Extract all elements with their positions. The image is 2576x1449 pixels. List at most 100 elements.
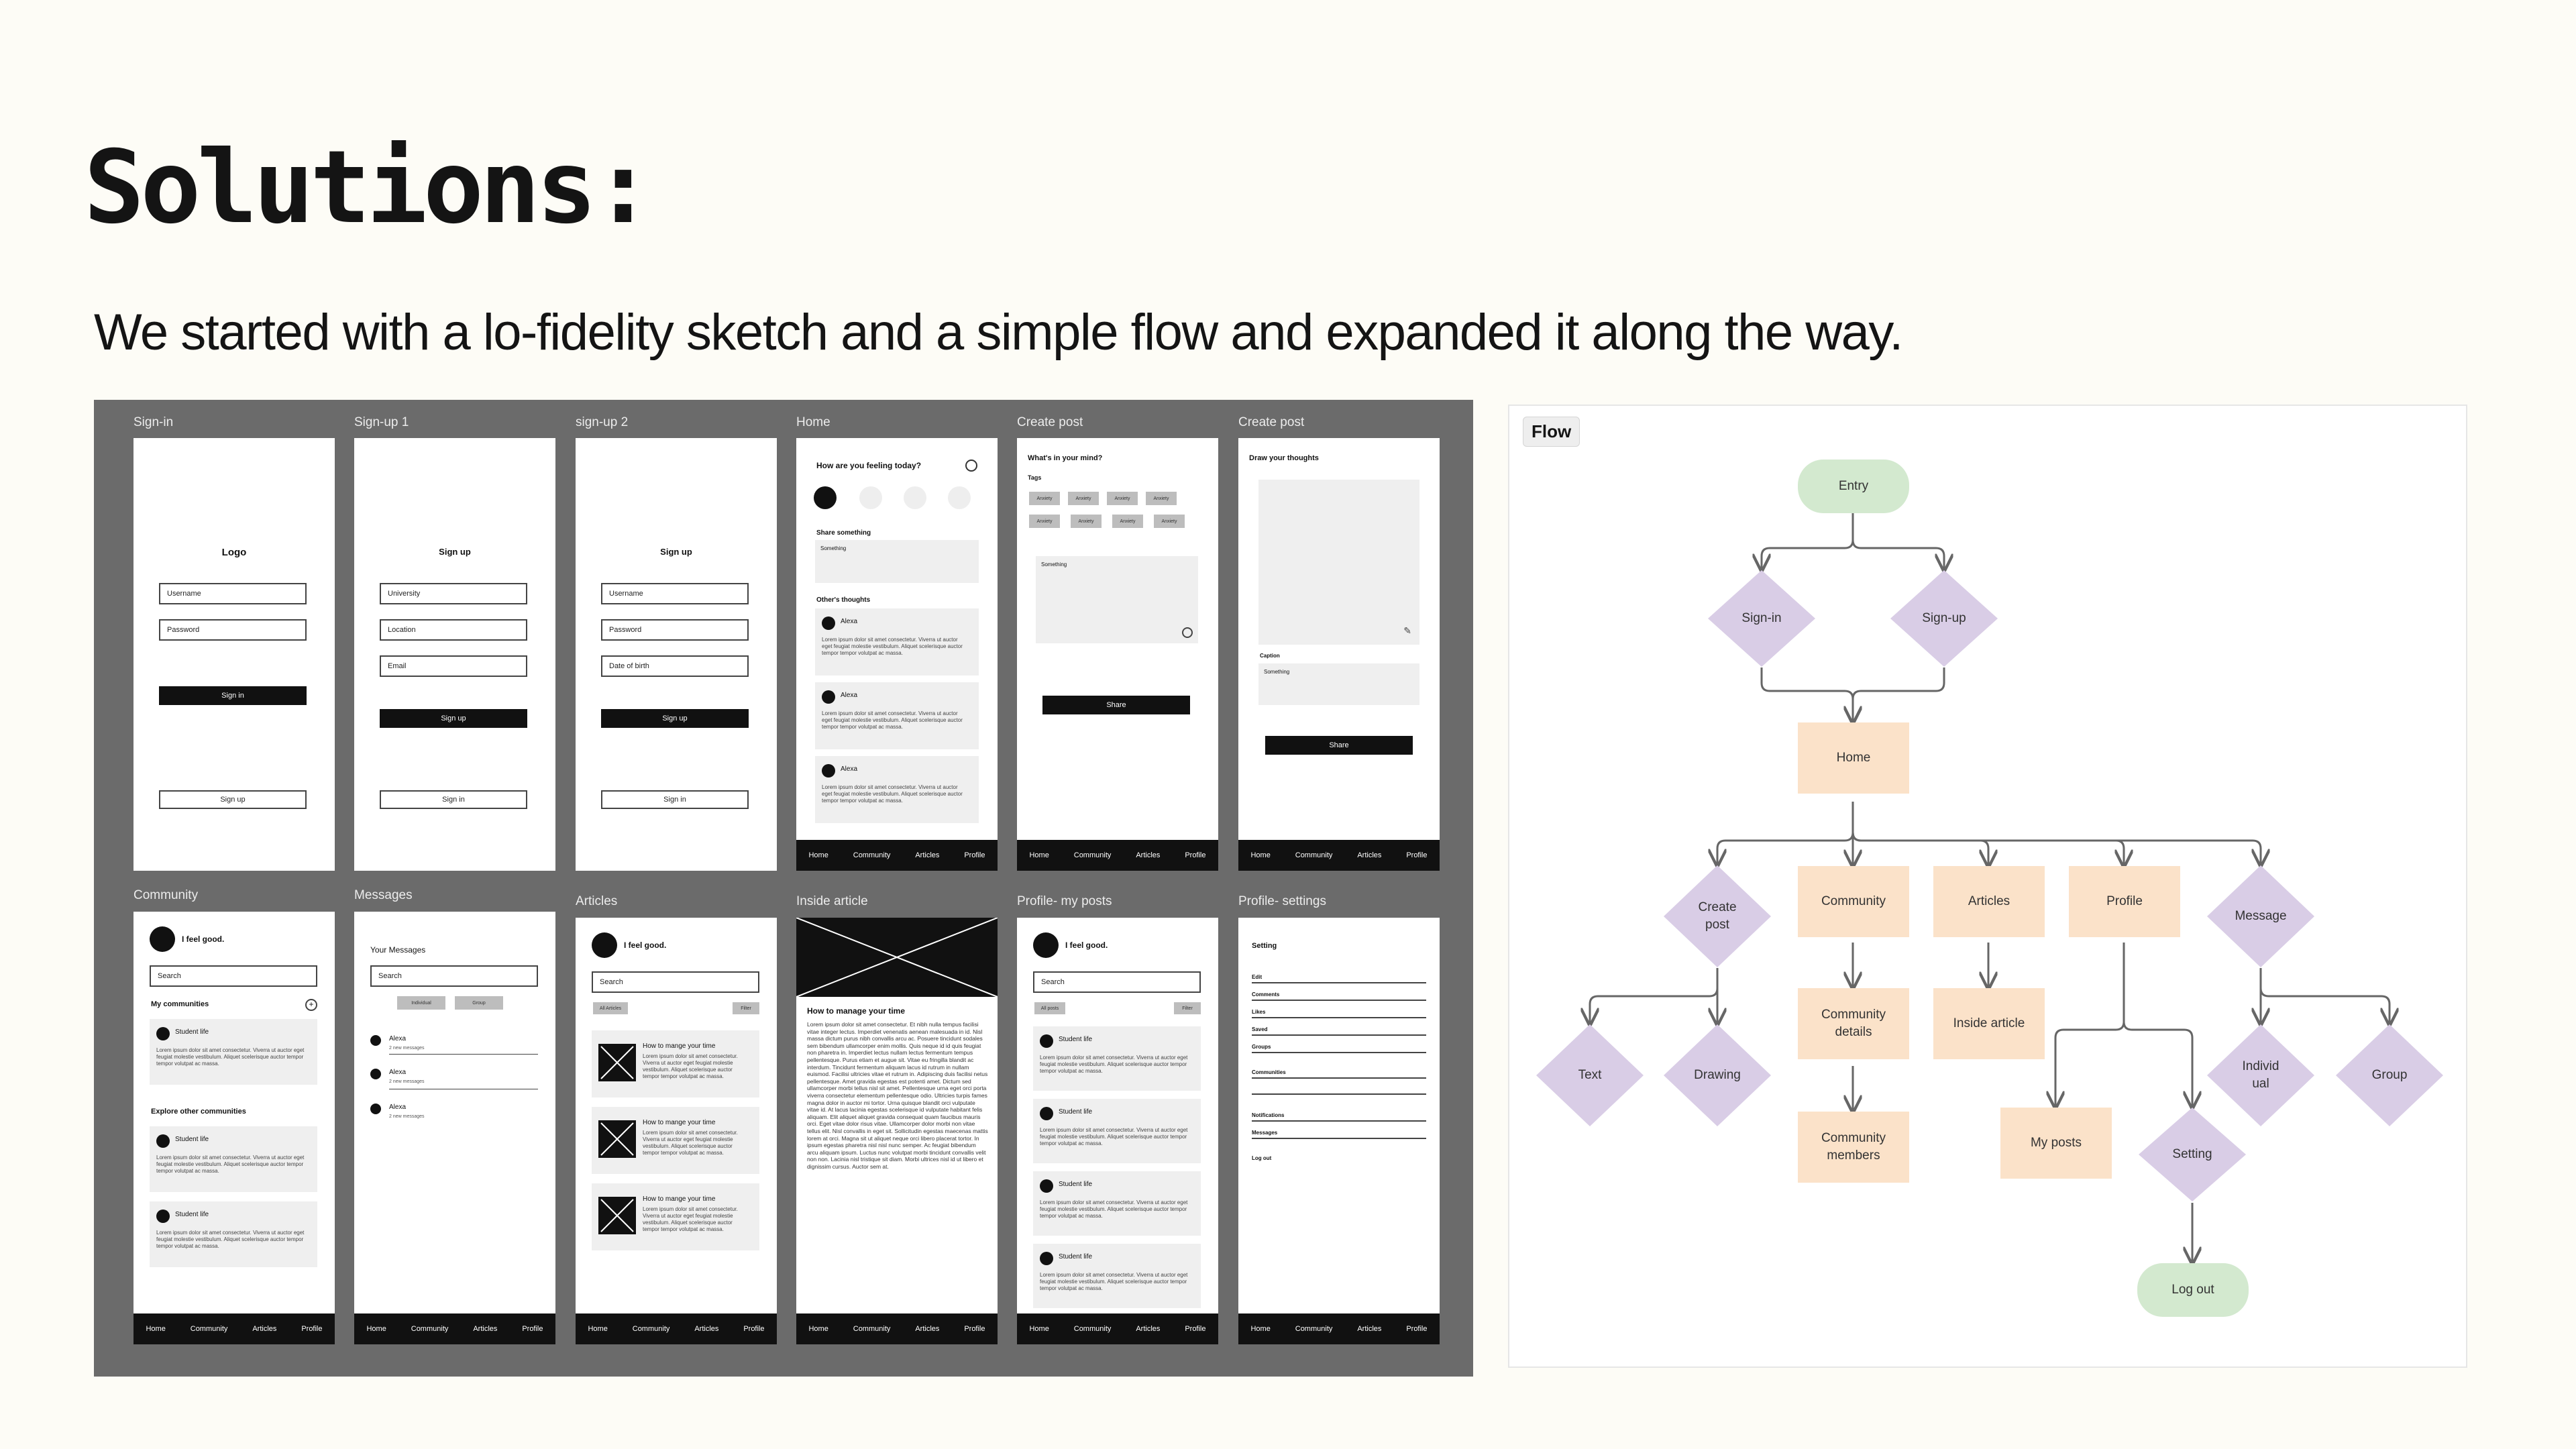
mood-neutral-icon[interactable] [859,486,882,509]
nav-community[interactable]: Community [1073,1325,1112,1333]
nav-articles[interactable]: Articles [1136,1325,1161,1333]
password-field[interactable]: Password [601,619,749,641]
nav-home[interactable]: Home [366,1325,386,1333]
all-articles-chip[interactable]: All Articles [593,1002,628,1014]
tag-chip[interactable]: Anxiety [1029,492,1060,505]
nav-home[interactable]: Home [1029,1325,1049,1333]
tag-chip[interactable]: Anxiety [1029,515,1060,528]
nav-community[interactable]: Community [853,851,891,859]
article-card[interactable]: How to mange your time Lorem ipsum dolor… [592,1183,759,1250]
nav-community[interactable]: Community [1295,1325,1333,1333]
drawing-canvas[interactable]: ✎ [1258,480,1419,645]
mood-angry-icon[interactable] [948,486,971,509]
nav-articles[interactable]: Articles [252,1325,277,1333]
post-card[interactable]: Student life Lorem ipsum dolor sit amet … [1033,1244,1201,1308]
signin-button[interactable]: Sign in [380,790,527,809]
signin-button[interactable]: Sign in [601,790,749,809]
settings-communities[interactable]: Communities [1252,1069,1286,1075]
thought-card[interactable]: Alexa Lorem ipsum dolor sit amet consect… [815,608,979,676]
caption-input[interactable]: Something [1258,663,1419,705]
settings-messages[interactable]: Messages [1252,1130,1278,1136]
tag-chip[interactable]: Anxiety [1146,492,1177,505]
filter-button[interactable]: Filter [1174,1002,1201,1014]
location-field[interactable]: Location [380,619,527,641]
nav-home[interactable]: Home [588,1325,608,1333]
nav-articles[interactable]: Articles [915,1325,940,1333]
nav-home[interactable]: Home [808,1325,828,1333]
nav-profile[interactable]: Profile [743,1325,765,1333]
nav-articles[interactable]: Articles [1357,1325,1382,1333]
nav-articles[interactable]: Articles [915,851,940,859]
tag-chip[interactable]: Anxiety [1107,492,1138,505]
settings-likes[interactable]: Likes [1252,1009,1266,1015]
nav-profile[interactable]: Profile [1406,1325,1428,1333]
tag-chip[interactable]: Anxiety [1068,492,1099,505]
thought-card[interactable]: Alexa Lorem ipsum dolor sit amet consect… [815,682,979,749]
post-textarea[interactable]: Something [1036,556,1198,643]
add-icon[interactable]: + [305,999,317,1011]
university-field[interactable]: University [380,583,527,604]
nav-profile[interactable]: Profile [522,1325,543,1333]
nav-profile[interactable]: Profile [964,851,985,859]
nav-articles[interactable]: Articles [1136,851,1161,859]
nav-profile[interactable]: Profile [1185,1325,1206,1333]
nav-community[interactable]: Community [853,1325,891,1333]
tag-chip[interactable]: Anxiety [1112,515,1143,528]
share-input[interactable]: Something [815,540,979,583]
nav-community[interactable]: Community [1295,851,1333,859]
nav-home[interactable]: Home [1250,851,1271,859]
pencil-icon[interactable]: ✎ [1403,625,1411,636]
mood-sad-icon[interactable] [904,486,926,509]
settings-notifications[interactable]: Notifications [1252,1112,1285,1118]
email-field[interactable]: Email [380,655,527,677]
signup-button[interactable]: Sign up [159,790,307,809]
search-input[interactable]: Search [370,965,538,987]
community-card[interactable]: Student life Lorem ipsum dolor sit amet … [150,1201,317,1267]
settings-saved[interactable]: Saved [1252,1026,1268,1032]
search-input[interactable]: Search [592,971,759,993]
post-card[interactable]: Student life Lorem ipsum dolor sit amet … [1033,1026,1201,1091]
nav-home[interactable]: Home [1029,851,1049,859]
nav-articles[interactable]: Articles [1357,851,1382,859]
tag-chip[interactable]: Anxiety [1154,515,1185,528]
post-card[interactable]: Student life Lorem ipsum dolor sit amet … [1033,1099,1201,1163]
nav-profile[interactable]: Profile [301,1325,323,1333]
password-field[interactable]: Password [159,619,307,641]
nav-profile[interactable]: Profile [1185,851,1206,859]
settings-edit[interactable]: Edit [1252,974,1263,980]
filter-button[interactable]: Filter [733,1002,759,1014]
nav-community[interactable]: Community [632,1325,670,1333]
signup-button[interactable]: Sign up [380,709,527,728]
nav-home[interactable]: Home [808,851,828,859]
article-card[interactable]: How to mange your time Lorem ipsum dolor… [592,1030,759,1097]
nav-profile[interactable]: Profile [964,1325,985,1333]
nav-articles[interactable]: Articles [694,1325,719,1333]
nav-community[interactable]: Community [1073,851,1112,859]
mood-happy-icon[interactable] [814,486,837,509]
username-field[interactable]: Username [159,583,307,604]
nav-profile[interactable]: Profile [1406,851,1428,859]
post-card[interactable]: Student life Lorem ipsum dolor sit amet … [1033,1171,1201,1236]
community-card[interactable]: Student life Lorem ipsum dolor sit amet … [150,1126,317,1192]
tag-chip[interactable]: Anxiety [1071,515,1102,528]
nav-home[interactable]: Home [146,1325,166,1333]
nav-articles[interactable]: Articles [473,1325,498,1333]
all-posts-chip[interactable]: All posts [1034,1002,1065,1014]
share-button[interactable]: Share [1042,696,1190,714]
settings-comments[interactable]: Comments [1252,991,1280,998]
bell-icon[interactable] [965,460,977,472]
settings-logout[interactable]: Log out [1252,1155,1272,1161]
individual-tab[interactable]: Individual [397,996,445,1010]
article-card[interactable]: How to mange your time Lorem ipsum dolor… [592,1107,759,1174]
thought-card[interactable]: Alexa Lorem ipsum dolor sit amet consect… [815,756,979,823]
dob-field[interactable]: Date of birth [601,655,749,677]
search-input[interactable]: Search [150,965,317,987]
search-input[interactable]: Search [1033,971,1201,993]
signup-button[interactable]: Sign up [601,709,749,728]
share-button[interactable]: Share [1265,736,1413,755]
username-field[interactable]: Username [601,583,749,604]
settings-groups[interactable]: Groups [1252,1044,1271,1050]
nav-community[interactable]: Community [190,1325,228,1333]
signin-button[interactable]: Sign in [159,686,307,705]
group-tab[interactable]: Group [455,996,503,1010]
